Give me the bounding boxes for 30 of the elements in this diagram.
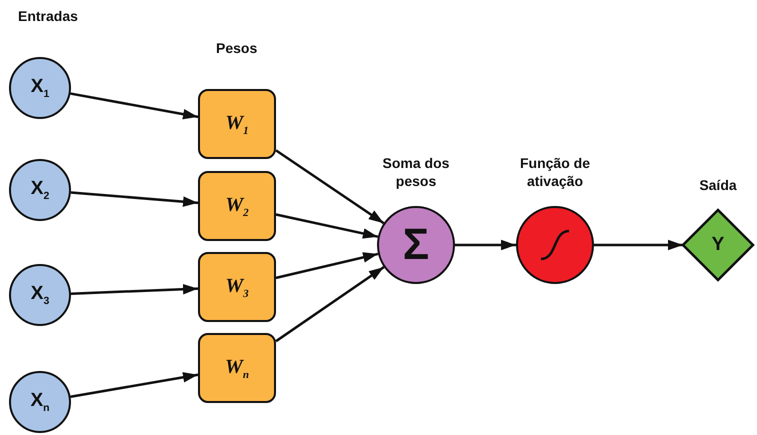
arrow [276,213,378,239]
weight-box [198,89,276,159]
node-label: X$_{n}$ [30,390,50,414]
node-label: W$_{2}$ [225,194,249,218]
node-heading: Soma dos pesos [382,155,450,190]
weight-box [198,171,276,241]
arrow [70,92,198,120]
node-heading: Saída [698,176,738,194]
node-label: X$_{3}$ [30,283,50,307]
node-label: X$_{1}$ [30,76,50,100]
node-label: W$_{n}$ [225,356,249,380]
arrow [455,240,516,250]
arrow [70,191,198,207]
node-label: Y [712,234,724,256]
node-label: W$_{1}$ [225,112,249,136]
output-diamond [683,210,753,280]
arrow [70,372,198,398]
weight-box [198,252,276,322]
arrow [594,240,683,250]
column-heading: Entradas [18,8,78,26]
column-heading: Pesos [216,40,258,58]
node-label: W$_{3}$ [225,274,249,300]
arrow [276,252,378,280]
weight-box [198,333,276,403]
arrow [275,266,385,342]
arrow [275,149,384,224]
arrow [70,284,198,295]
sigma-symbol: Σ [402,223,430,267]
node-label: X$_{2}$ [30,178,50,202]
node-heading: Função de ativação [518,155,591,190]
